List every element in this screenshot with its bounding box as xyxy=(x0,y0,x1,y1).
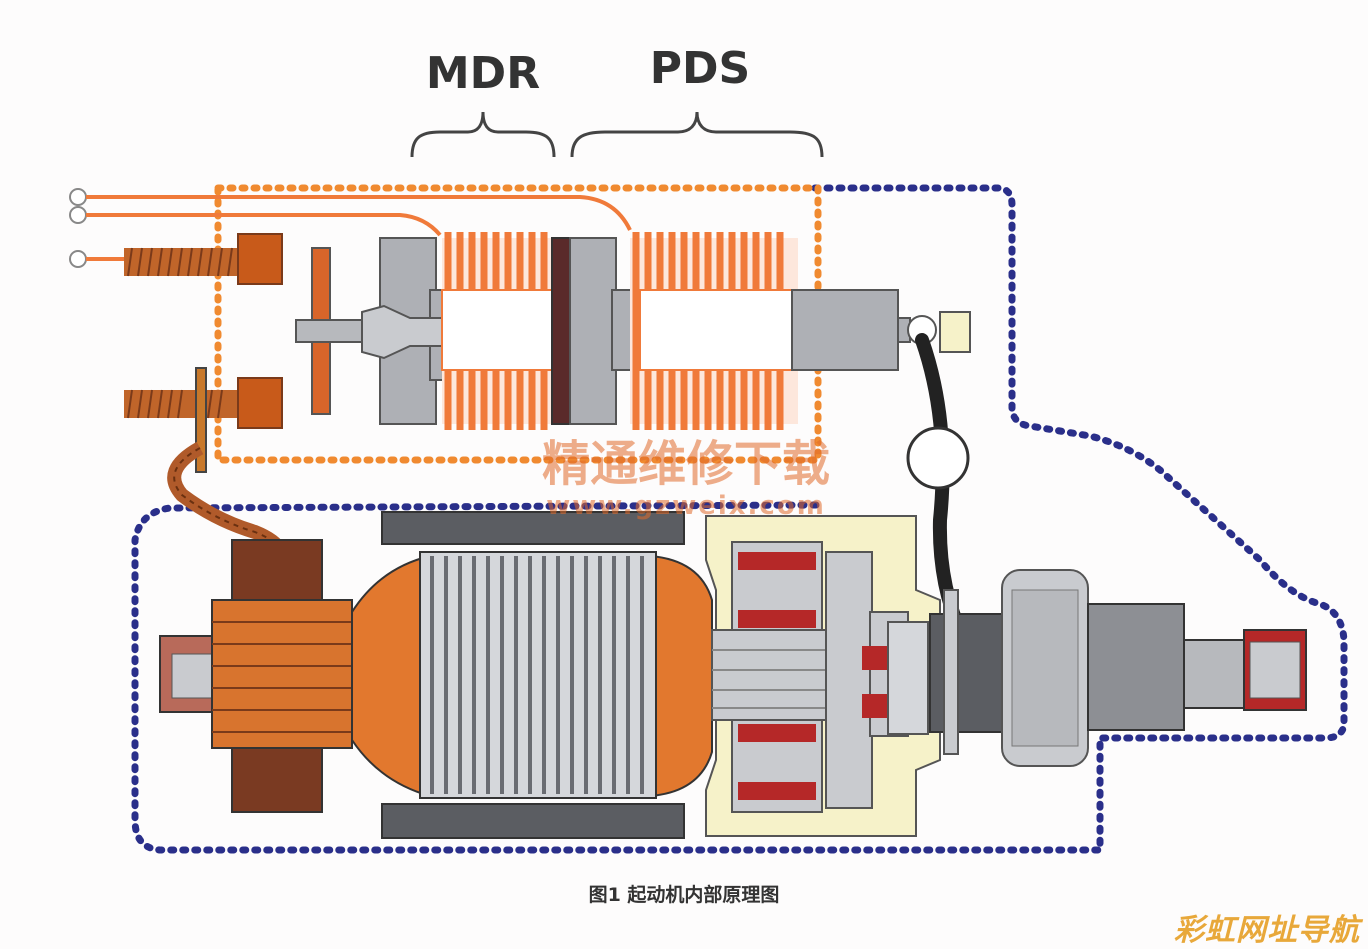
solenoid-rod xyxy=(791,289,899,371)
mdr-brace xyxy=(410,111,556,158)
housing-outline xyxy=(131,184,1348,854)
output-shaft xyxy=(929,613,1007,733)
terminal-wires xyxy=(69,188,632,268)
terminal-bolt-lower xyxy=(124,377,283,429)
watermark-text: 精通维修下载 xyxy=(542,436,830,492)
core-separator xyxy=(551,237,571,425)
field-pole-top xyxy=(381,511,685,545)
pds-brace xyxy=(570,111,824,158)
brush-block-bottom xyxy=(231,739,323,813)
figure-caption: 图1 起动机内部原理图 xyxy=(588,884,780,906)
armature-winding xyxy=(351,554,431,798)
armature-core xyxy=(419,551,657,799)
pds-core xyxy=(569,237,617,425)
mdr-coil xyxy=(441,232,553,430)
planet-carrier xyxy=(825,551,929,809)
watermark-url: www.gzweix.com xyxy=(546,491,826,521)
field-pole-bottom xyxy=(381,803,685,839)
planetary-gear-bottom xyxy=(731,711,823,813)
terminal-strap xyxy=(195,367,207,473)
rod-end-cap xyxy=(939,311,971,353)
clutch-collar xyxy=(943,589,959,755)
commutator xyxy=(211,599,353,749)
armature-shaft xyxy=(711,629,833,721)
pinion-shaft xyxy=(1087,603,1185,731)
lever-pivot xyxy=(906,426,970,490)
planetary-gear-top xyxy=(731,541,823,643)
mdr-label: MDR xyxy=(426,48,540,99)
pds-label: PDS xyxy=(650,43,750,94)
pds-coil xyxy=(630,232,801,430)
brush-block-top xyxy=(231,539,323,611)
site-brand-mark: 彩虹网址导航 xyxy=(1174,913,1360,948)
terminal-bolt-upper xyxy=(124,233,283,285)
